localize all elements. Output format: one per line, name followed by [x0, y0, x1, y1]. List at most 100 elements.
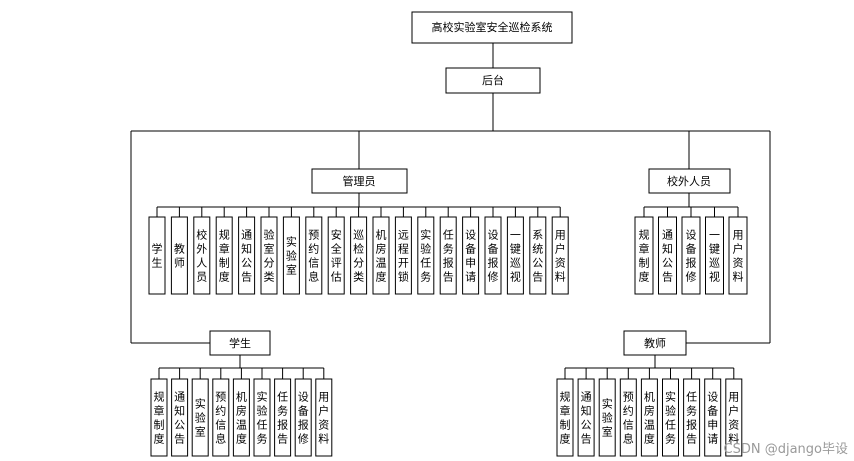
admin-item-label: 预约信息: [308, 229, 319, 284]
student-item-label: 通知公告: [174, 391, 185, 446]
admin-item-box: 学生: [148, 207, 166, 295]
student-item-box: 设备报修: [294, 368, 312, 457]
admin-item-box: 规章制度: [215, 207, 233, 295]
teacher-item-box: 预约信息: [619, 368, 637, 457]
student-item-box: 预约信息: [212, 368, 230, 457]
admin-item-label: 远程开锁: [398, 229, 409, 284]
admin-item-label: 机房温度: [376, 228, 387, 284]
admin-item-box: 用户资料: [551, 207, 569, 295]
student-label: 学生: [229, 336, 251, 350]
admin-item-box: 预约信息: [305, 207, 323, 295]
admin-item-box: 设备报修: [484, 207, 502, 295]
admin-item-box: 教师: [170, 207, 188, 295]
teacher-item-label: 实验任务: [665, 390, 676, 446]
student-item-box: 规章制度: [150, 368, 168, 457]
admin-item-box: 一键巡视: [506, 207, 524, 295]
teacher-item-label: 实验室: [602, 397, 613, 439]
outsider-item-box: 用户资料: [728, 207, 748, 295]
admin-item-box: 验室分类: [260, 207, 278, 295]
student-item-label: 设备报修: [298, 391, 309, 446]
admin-item-label: 一键巡视: [510, 229, 521, 284]
student-item-box: 实验任务: [253, 368, 271, 457]
teacher-label: 教师: [644, 337, 666, 350]
outsider-item-box: 规章制度: [634, 207, 654, 295]
teacher-item-label: 用户资料: [728, 391, 739, 446]
admin-item-label: 教师: [174, 243, 185, 270]
outsider-item-label: 用户资料: [733, 229, 744, 284]
backend-label: 后台: [482, 73, 504, 87]
teacher-item-label: 预约信息: [623, 391, 634, 446]
admin-item-box: 系统公告: [529, 207, 547, 295]
admin-item-label: 用户资料: [555, 229, 566, 284]
admin-item-box: 机房温度: [372, 207, 390, 295]
student-item-label: 机房温度: [236, 390, 247, 446]
admin-item-label: 任务报告: [443, 229, 454, 284]
teacher-item-label: 设备申请: [707, 391, 718, 446]
student-item-box: 通知公告: [171, 368, 189, 457]
admin-item-box: 通知公告: [238, 207, 256, 295]
admin-item-box: 巡检分类: [350, 207, 368, 295]
watermark: CSDN @django毕设: [724, 442, 848, 457]
admin-item-label: 巡检分类: [353, 229, 364, 284]
admin-item-label: 规章制度: [219, 228, 230, 284]
teacher-item-label: 通知公告: [581, 391, 592, 446]
student-item-box: 用户资料: [315, 368, 333, 457]
outsider-function-list: 规章制度 通知公告 设备报修 一键巡视 用户资料: [634, 193, 748, 295]
backend-node: 后台: [445, 67, 541, 94]
teacher-item-box: 机房温度: [640, 368, 658, 457]
teacher-item-box: 实验任务: [662, 368, 679, 457]
admin-item-label: 校外人员: [196, 228, 207, 284]
student-item-label: 实验室: [195, 397, 206, 439]
admin-item-label: 设备报修: [488, 229, 499, 284]
connectors: [130, 43, 771, 344]
outsider-node: 校外人员: [648, 168, 731, 194]
teacher-item-label: 规章制度: [560, 390, 571, 446]
student-item-label: 用户资料: [318, 391, 329, 446]
admin-item-box: 实验任务: [417, 207, 435, 295]
outsider-item-label: 通知公告: [662, 229, 673, 284]
admin-item-label: 实验任务: [420, 228, 431, 284]
outsider-item-label: 设备报修: [686, 229, 697, 284]
outsider-item-box: 通知公告: [658, 207, 677, 295]
admin-item-box: 远程开锁: [394, 207, 412, 295]
admin-item-label: 安全评估: [331, 228, 342, 284]
teacher-item-label: 任务报告: [686, 391, 697, 446]
admin-item-label: 实验室: [286, 235, 297, 277]
teacher-item-box: 用户资料: [725, 368, 743, 457]
admin-label: 管理员: [343, 174, 376, 188]
teacher-item-box: 任务报告: [683, 368, 701, 457]
admin-item-label: 验室分类: [264, 228, 275, 284]
admin-item-label: 系统公告: [532, 229, 543, 284]
admin-item-label: 设备申请: [465, 229, 476, 284]
admin-item-box: 实验室: [282, 207, 300, 295]
student-item-label: 预约信息: [215, 391, 226, 446]
teacher-item-box: 通知公告: [577, 368, 595, 457]
student-item-label: 实验任务: [257, 390, 268, 446]
root-node: 高校实验室安全巡检系统: [411, 11, 573, 44]
outsider-item-label: 规章制度: [639, 228, 650, 284]
admin-item-box: 校外人员: [193, 207, 211, 295]
student-item-box: 任务报告: [274, 368, 292, 457]
admin-item-label: 学生: [152, 242, 163, 270]
student-item-box: 实验室: [191, 368, 209, 457]
student-item-box: 机房温度: [232, 368, 250, 457]
student-node: 学生: [209, 330, 271, 356]
teacher-node: 教师: [623, 330, 687, 356]
outsider-item-box: 一键巡视: [705, 207, 724, 295]
admin-node: 管理员: [311, 168, 408, 194]
teacher-item-box: 实验室: [598, 368, 616, 457]
student-item-label: 规章制度: [154, 390, 165, 446]
student-item-label: 任务报告: [277, 391, 288, 446]
admin-item-box: 任务报告: [439, 207, 457, 295]
admin-item-box: 安全评估: [327, 207, 345, 295]
admin-item-label: 通知公告: [241, 229, 252, 284]
teacher-item-label: 机房温度: [644, 390, 655, 446]
outsider-label: 校外人员: [667, 174, 711, 188]
root-label: 高校实验室安全巡检系统: [432, 20, 553, 34]
outsider-item-label: 一键巡视: [709, 229, 720, 284]
teacher-item-box: 设备申请: [704, 368, 722, 457]
